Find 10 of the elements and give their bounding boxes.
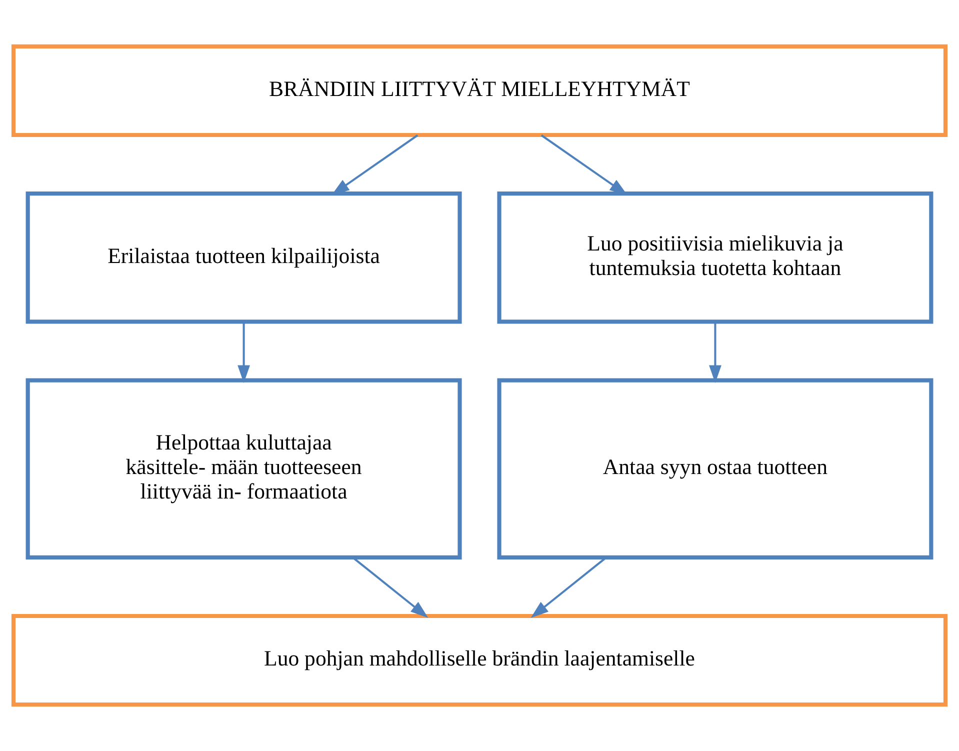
arrow [238, 322, 250, 384]
node-box: Luo pohjan mahdolliselle brändin laajentamiselle [11, 614, 948, 707]
node-box: Erilaistaa tuotteen kilpailijoista [26, 192, 462, 324]
node-box: Antaa syyn ostaa tuotteen [497, 378, 934, 560]
arrow [709, 322, 722, 384]
node-box: BRÄNDIIN LIITTYVÄT MIELLEYHTYMÄT [11, 44, 948, 138]
node-box: Helpottaa kuluttajaa käsittele- mään tuotteeseen liittyvää in- formaatiota [26, 378, 462, 560]
node-box: Luo positiivisia mielikuvia ja tuntemuksia tuotetta kohtaan [497, 192, 934, 324]
arrow [352, 556, 428, 618]
arrow [530, 556, 607, 618]
